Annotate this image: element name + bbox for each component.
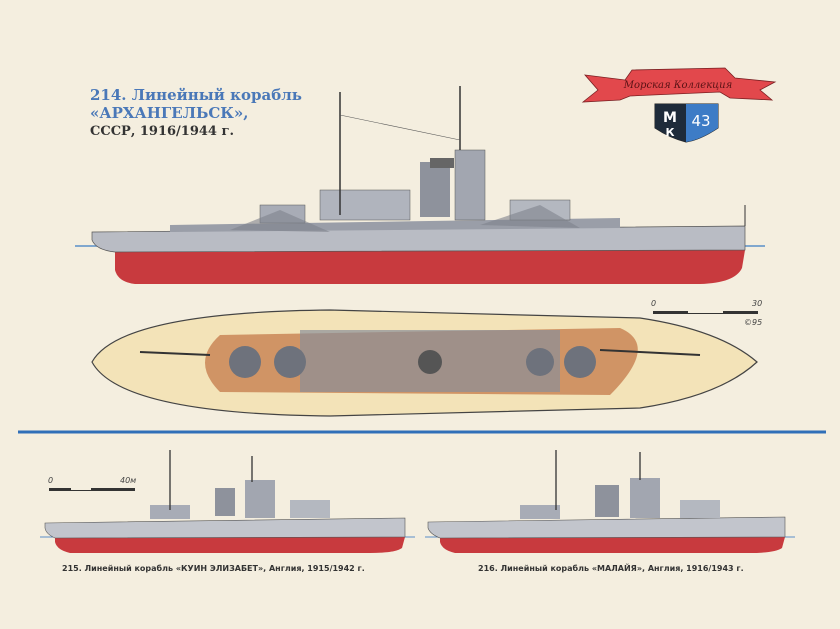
author-mark: ©95 [744, 318, 763, 327]
svg-text:Морская Коллекция: Морская Коллекция [623, 80, 732, 91]
caption-216: 216. Линейный корабль «МАЛАЙЯ», Англия, … [478, 564, 744, 573]
svg-text:43: 43 [691, 112, 710, 130]
ship-country-years: СССР, 1916/1944 г. [90, 124, 234, 139]
svg-text:К: К [666, 126, 675, 139]
scale-bar-small [49, 488, 135, 491]
scale-small-end: 40м [120, 476, 137, 485]
scale-main-end: 30 [752, 299, 763, 308]
ship-title: 214. Линейный корабль [90, 86, 302, 104]
svg-text:М: М [663, 110, 677, 126]
caption-215: 215. Линейный корабль «КУИН ЭЛИЗАБЕТ», А… [62, 564, 365, 573]
scale-main-start: 0 [651, 299, 657, 308]
queen-elizabeth-side-view [40, 450, 415, 553]
arkhangelsk-side-view [75, 86, 765, 284]
collection-logo: Морская Коллекция М К 43 [581, 67, 777, 143]
scale-bar-main [653, 311, 758, 314]
scale-small-start: 0 [48, 476, 54, 485]
arkhangelsk-plan-view [91, 309, 758, 417]
ship-name: «АРХАНГЕЛЬСК», [90, 104, 249, 122]
malaya-side-view [425, 450, 795, 553]
